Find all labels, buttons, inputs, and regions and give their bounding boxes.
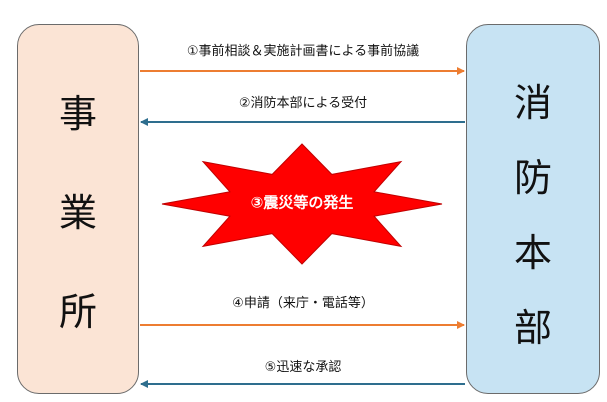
step4-label: ④申請（来庁・電話等）	[232, 296, 374, 311]
step3-disaster-label: ③震災等の発生	[250, 193, 354, 212]
office-char-2: 業	[58, 190, 97, 235]
fire-dept-char-2: 防	[513, 155, 552, 200]
office-box: 事 業 所	[17, 24, 139, 394]
disaster-burst-shape	[161, 143, 443, 265]
fire-dept-char-3: 本	[513, 230, 552, 275]
step2-label: ②消防本部による受付	[238, 96, 368, 111]
office-char-1: 事	[58, 92, 97, 137]
step1-label: ①事前相談＆実施計画書による事前協議	[186, 44, 420, 59]
step5-label: ⑤迅速な承認	[264, 360, 342, 375]
fire-dept-char-4: 部	[513, 305, 552, 350]
office-char-3: 所	[58, 289, 97, 334]
fire-department-box: 消 防 本 部	[466, 24, 600, 394]
fire-dept-char-1: 消	[513, 80, 552, 125]
